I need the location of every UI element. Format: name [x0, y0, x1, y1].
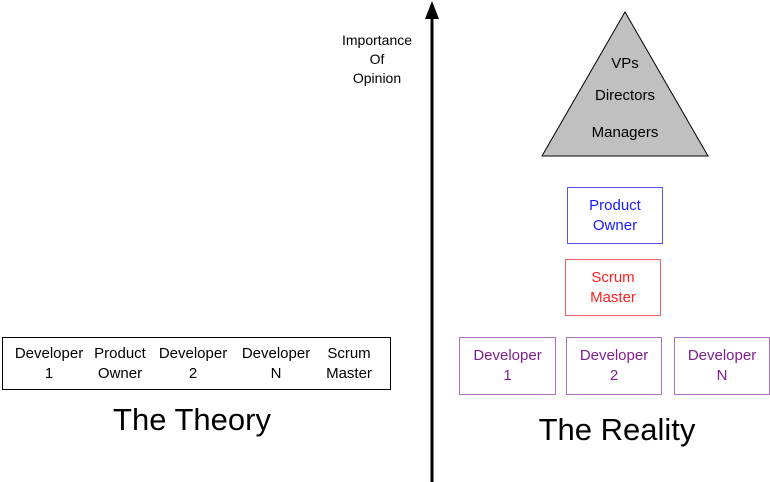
- pyramid-level-vps: VPs: [611, 55, 639, 72]
- axis-label-line: Opinion: [352, 70, 402, 86]
- axis-label-line: Of: [369, 51, 385, 67]
- pyramid-level-directors: Directors: [594, 87, 656, 104]
- theory-title: The Theory: [113, 402, 271, 437]
- theory-team-box: [2, 337, 391, 390]
- pyramid-level-managers: Managers: [591, 124, 659, 141]
- axis-arrowhead-icon: [425, 1, 439, 19]
- axis-label-line: Importance: [341, 32, 413, 48]
- management-pyramid: [541, 10, 709, 157]
- reality-title: The Reality: [538, 412, 696, 447]
